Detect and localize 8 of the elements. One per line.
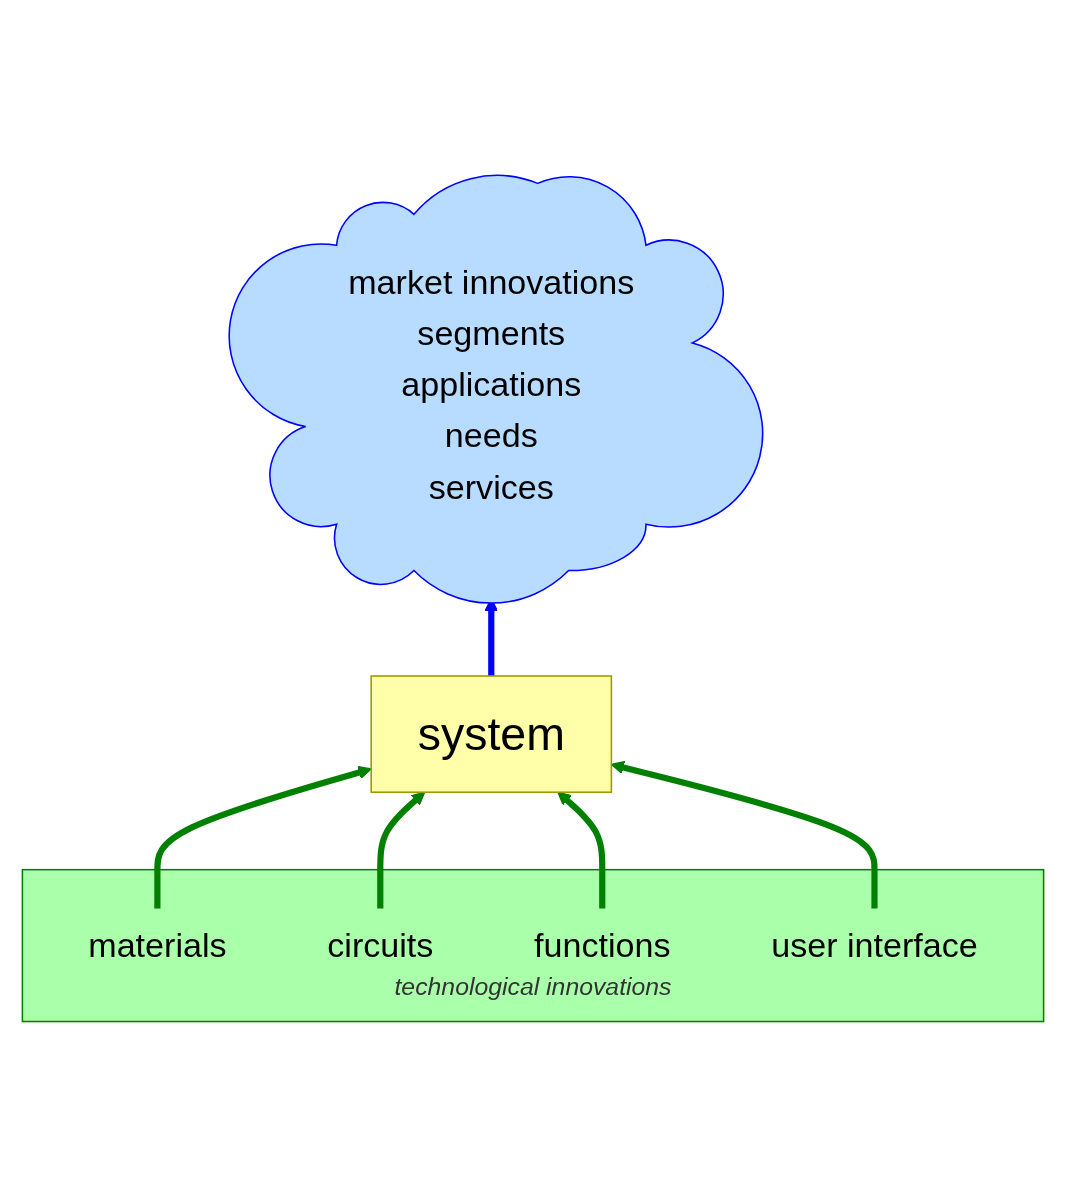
node-text: circuits <box>327 926 434 965</box>
node-text: functions <box>534 926 671 965</box>
node-text: materials <box>88 926 227 965</box>
arrow <box>557 791 606 909</box>
node-text: user interface <box>771 926 978 965</box>
arrow <box>377 791 426 909</box>
arrow <box>154 765 372 909</box>
node-box: system <box>370 675 613 793</box>
